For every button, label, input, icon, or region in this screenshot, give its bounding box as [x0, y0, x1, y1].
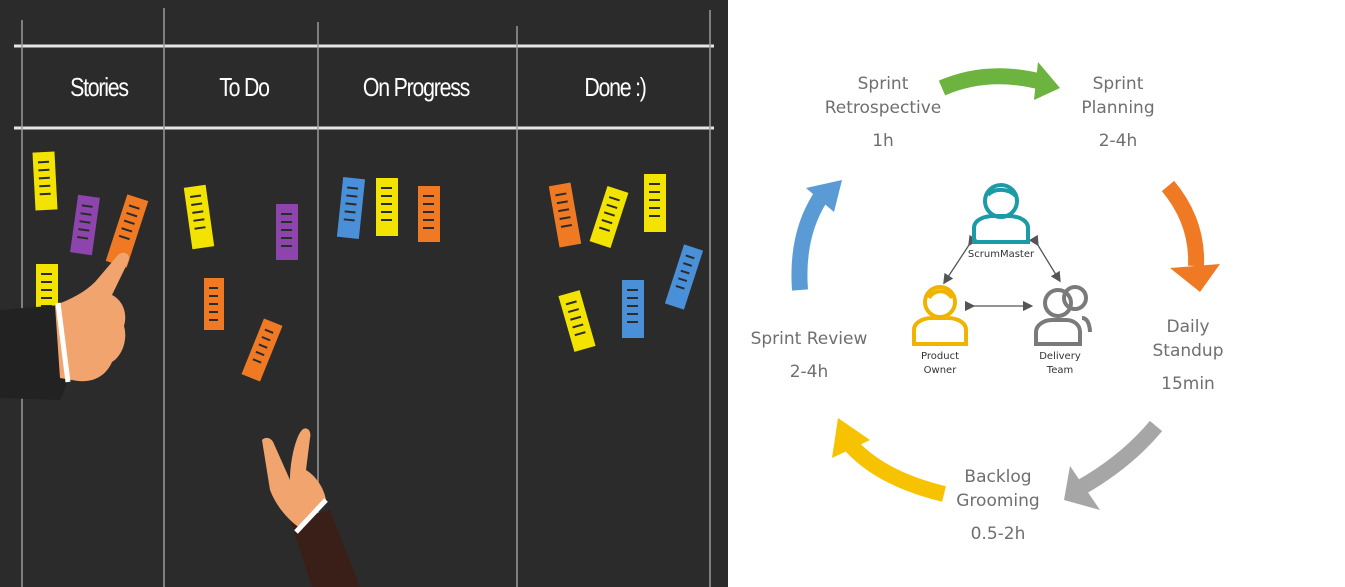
pointing-hand-icon — [262, 428, 360, 587]
phase-daily-standup: Daily Standup 15min — [1128, 315, 1248, 396]
phase-sprint-review: Sprint Review 2-4h — [744, 327, 874, 384]
sticky-note-icon — [70, 194, 100, 256]
phase-duration: 2-4h — [789, 362, 829, 382]
arrow-grooming-to-review — [832, 418, 946, 502]
scrum-master-icon — [972, 183, 1030, 244]
arrow-retro-to-planning — [938, 62, 1060, 100]
phase-duration: 2-4h — [1098, 131, 1138, 151]
phase-label: Backlog — [964, 467, 1032, 487]
column-header-stories: Stories — [70, 72, 129, 102]
arrow-planning-to-standup — [1161, 180, 1220, 292]
role-label: Team — [1046, 365, 1074, 376]
phase-label: Retrospective — [824, 98, 942, 118]
sticky-note-icon — [336, 177, 366, 239]
phase-label: Daily — [1166, 317, 1210, 337]
arrow-review-to-retro — [791, 180, 842, 291]
phase-label: Sprint — [857, 74, 909, 94]
sticky-note-icon — [276, 204, 298, 260]
scrum-cycle-diagram: Sprint Retrospective 1h Sprint Planning … — [728, 0, 1345, 587]
phase-label: Grooming — [956, 491, 1040, 511]
role-delivery-team: Delivery Team — [1020, 350, 1100, 378]
sticky-note-icon — [105, 194, 149, 268]
sticky-note-icon — [241, 318, 283, 382]
column-header-done: Done :) — [584, 72, 647, 102]
role-label: Product — [921, 351, 959, 362]
phase-label: Sprint Review — [750, 329, 868, 349]
role-label: Owner — [923, 365, 957, 376]
sticky-note-icon — [183, 184, 215, 250]
sticky-note-icon — [204, 278, 224, 330]
phase-label: Planning — [1081, 98, 1155, 118]
sticky-notes — [32, 151, 704, 382]
sticky-note-icon — [376, 178, 398, 236]
role-scrum-master: ScrumMaster — [967, 249, 1035, 260]
sticky-note-icon — [548, 182, 582, 248]
phase-duration: 15min — [1161, 374, 1215, 394]
sticky-note-icon — [664, 244, 704, 310]
phase-backlog-grooming: Backlog Grooming 0.5-2h — [938, 465, 1058, 546]
product-owner-icon — [912, 285, 968, 346]
phase-duration: 0.5-2h — [970, 524, 1026, 544]
column-header-todo: To Do — [219, 72, 270, 102]
delivery-team-icon — [1034, 285, 1092, 346]
sticky-note-icon — [644, 174, 666, 232]
role-label: Delivery — [1039, 351, 1081, 362]
cycle-arrows — [791, 62, 1220, 510]
sticky-note-icon — [622, 280, 644, 338]
phase-label: Standup — [1152, 341, 1224, 361]
sticky-note-icon — [558, 290, 596, 352]
kanban-board: Stories To Do On Progress Done :) — [0, 0, 728, 587]
role-product-owner: Product Owner — [900, 350, 980, 378]
board-lines — [0, 8, 714, 587]
connector-sm-po — [943, 234, 979, 285]
arrow-standup-to-grooming — [1064, 420, 1163, 510]
connector-sm-team — [1028, 234, 1061, 283]
sticky-note-icon — [418, 186, 440, 242]
column-header-on-progress: On Progress — [362, 72, 470, 102]
sticky-note-icon — [589, 186, 629, 248]
phase-duration: 1h — [872, 131, 894, 151]
sticky-note-icon — [32, 151, 58, 211]
phase-label: Sprint — [1092, 74, 1144, 94]
phase-sprint-retrospective: Sprint Retrospective 1h — [818, 72, 948, 153]
pointing-hand-icon — [0, 252, 129, 400]
phase-sprint-planning: Sprint Planning 2-4h — [1058, 72, 1178, 153]
